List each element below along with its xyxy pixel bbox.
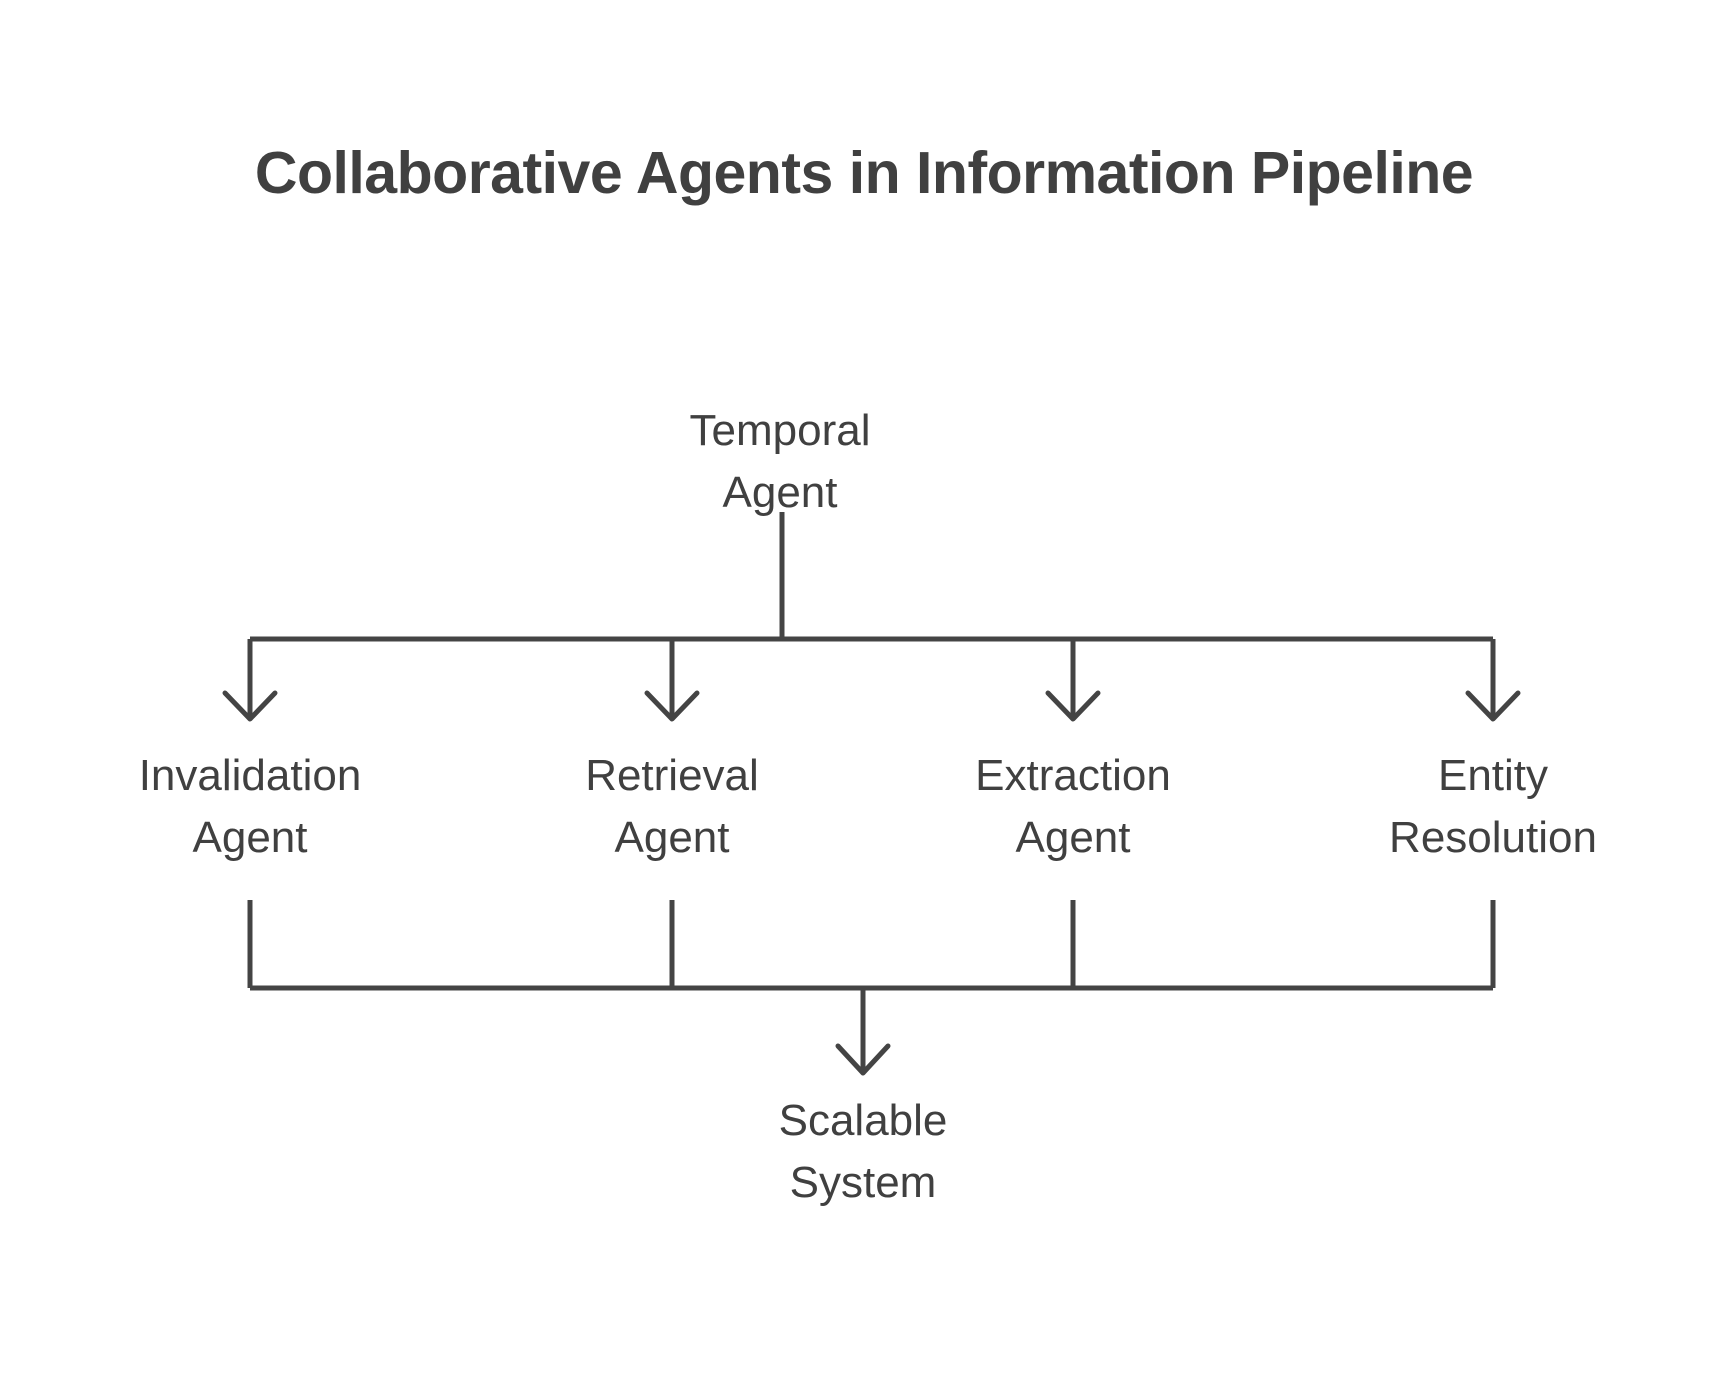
arrowhead-retrieval-agent (644, 690, 700, 722)
arrowhead-entity-resolution (1465, 690, 1521, 722)
page-title: Collaborative Agents in Information Pipe… (254, 140, 1474, 206)
node-extraction-agent[interactable]: Extraction Agent (975, 751, 1171, 863)
node-temporal-agent[interactable]: Temporal Agent (689, 406, 871, 518)
node-invalidation-agent[interactable]: Invalidation Agent (138, 751, 362, 863)
arrowhead-invalidation-agent (222, 690, 278, 722)
arrowhead-extraction-agent (1045, 690, 1101, 722)
arrowhead-scalable-system (835, 1043, 891, 1076)
node-retrieval-agent[interactable]: Retrieval Agent (585, 751, 759, 863)
node-scalable-system[interactable]: Scalable System (778, 1096, 948, 1208)
node-entity-resolution[interactable]: Entity Resolution (1389, 751, 1597, 863)
